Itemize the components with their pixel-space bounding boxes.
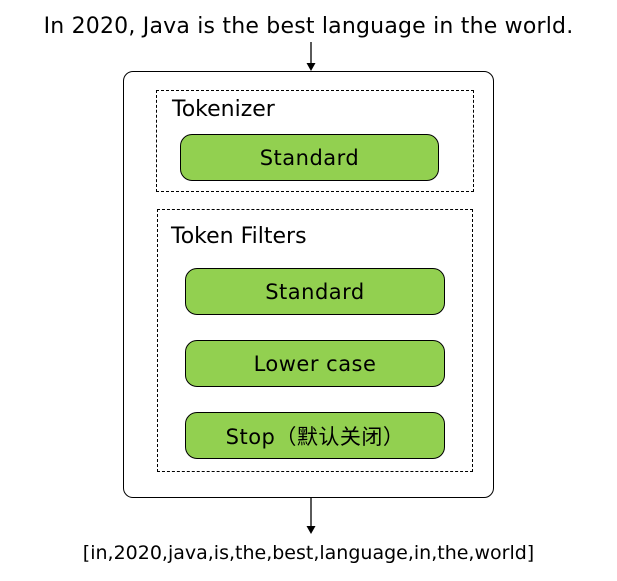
output-arrow-icon	[306, 498, 316, 534]
filter-lowercase-pill[interactable]: Lower case	[185, 340, 445, 387]
input-arrow-icon	[306, 42, 316, 71]
analyzer-box	[123, 71, 494, 498]
tokenizer-standard-pill[interactable]: Standard	[180, 134, 439, 181]
tokenizer-group	[156, 90, 474, 192]
output-tokens: [in,2020,java,is,the,best,language,in,th…	[82, 542, 535, 564]
input-sentence: In 2020, Java is the best language in th…	[43, 14, 574, 39]
token-filters-group	[157, 209, 473, 472]
filter-standard-pill[interactable]: Standard	[185, 268, 445, 315]
token-filters-title: Token Filters	[171, 224, 307, 249]
tokenizer-title: Tokenizer	[172, 97, 275, 122]
filter-stop-pill[interactable]: Stop（默认关闭）	[185, 412, 445, 459]
